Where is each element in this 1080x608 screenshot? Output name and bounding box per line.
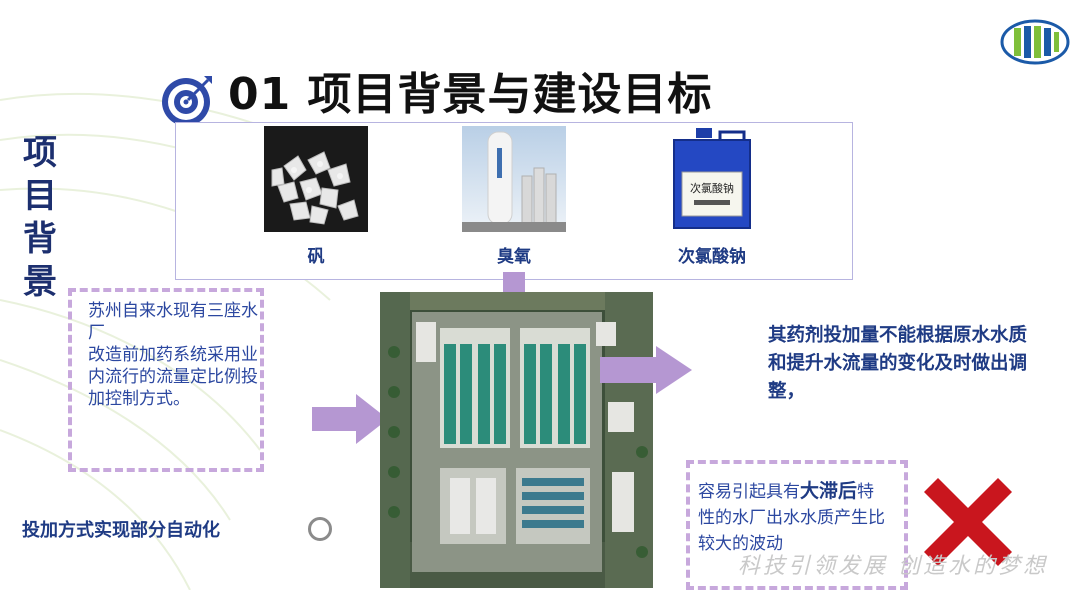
target-icon — [162, 76, 212, 126]
chemical-ozone: 臭氧 — [459, 126, 569, 267]
background-info-text: 苏州自来水现有三座水厂 改造前加药系统采用业内流行的流量定比例投加控制方式。 — [88, 300, 260, 410]
chemical-alum: 矾 — [261, 126, 371, 267]
ozone-tower-photo — [462, 126, 566, 232]
effect-text: 容易引起具有大滞后特性的水厂出水水质产生比较大的波动 — [698, 478, 890, 557]
company-logo — [1000, 19, 1070, 65]
chemical-sodium-hypochlorite: 次氯酸钠 次氯酸钠 — [657, 126, 767, 267]
sodium-hypochlorite-container-photo: 次氯酸钠 — [660, 126, 764, 232]
automation-label: 投加方式实现部分自动化 — [22, 520, 220, 541]
background-line: 改造前加药系统采用业内流行的流量定比例投加控制方式。 — [88, 345, 258, 409]
effect-emphasis: 大滞后 — [800, 480, 858, 502]
background-info-box — [68, 288, 264, 472]
right-arrow-left — [312, 394, 388, 444]
slogan-watermark: 科技引领发展 创造水的梦想 — [738, 554, 1048, 579]
page-title: 01 项目背景与建设目标 — [228, 69, 713, 120]
effect-box — [686, 460, 908, 590]
vertical-char: 项 — [23, 133, 57, 173]
svg-text:次氯酸钠: 次氯酸钠 — [690, 181, 734, 195]
chemical-label: 臭氧 — [497, 247, 531, 267]
chemicals-panel: 矾 臭氧 次氯酸钠 次氯酸钠 — [175, 122, 853, 280]
section-title-vertical: 项 目 背 景 — [20, 132, 60, 304]
chemical-label: 矾 — [307, 247, 325, 267]
vertical-char: 目 — [23, 176, 57, 216]
red-x-icon — [924, 478, 1012, 566]
chemical-label: 次氯酸钠 — [678, 247, 746, 267]
water-plant-aerial-photo — [380, 292, 653, 588]
vertical-char: 景 — [23, 262, 57, 302]
alum-crystals-photo — [264, 126, 368, 232]
vertical-char: 背 — [23, 219, 57, 259]
effect-prefix: 容易引起具有 — [698, 482, 800, 502]
background-line: 苏州自来水现有三座水厂 — [88, 301, 258, 343]
problem-statement: 其药剂投加量不能根据原水水质和提升水流量的变化及时做出调整， — [768, 325, 1028, 402]
effect-suffix: 特性的水厂出水水质产生比较大的波动 — [698, 482, 885, 554]
circle-outline-icon — [308, 517, 332, 541]
right-arrow-right — [600, 346, 692, 394]
